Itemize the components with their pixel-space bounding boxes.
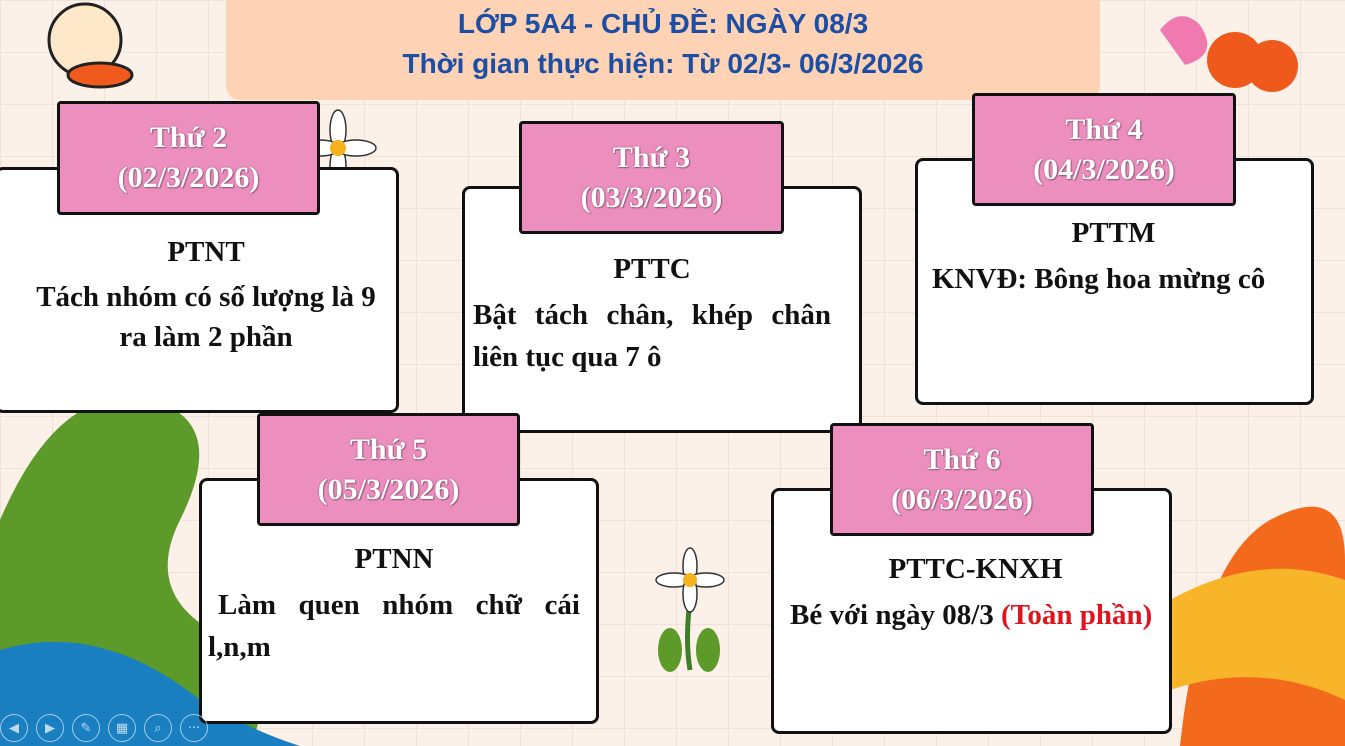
subject: PTNN bbox=[354, 543, 434, 575]
subject: PTTM bbox=[1071, 217, 1156, 249]
day-name: Thứ 3 bbox=[612, 141, 691, 174]
more-icon[interactable]: ··· bbox=[180, 714, 208, 742]
day-name: Thứ 6 bbox=[923, 443, 1001, 476]
day-date: (03/3/2026) bbox=[580, 181, 723, 214]
day-date: (04/3/2026) bbox=[1033, 153, 1175, 186]
slideshow-toolbar: ◀ ▶ ✎ ▦ ⌕ ··· bbox=[0, 714, 208, 742]
play-icon[interactable]: ▶ bbox=[36, 714, 64, 742]
zoom-icon[interactable]: ⌕ bbox=[144, 714, 172, 742]
day-date: (06/3/2026) bbox=[891, 483, 1033, 516]
day-name: Thứ 4 bbox=[1065, 113, 1143, 146]
previous-icon[interactable]: ◀ bbox=[0, 714, 28, 742]
subject: PTTC-KNXH bbox=[888, 553, 1063, 585]
activity: Tách nhóm có số lượng là 9 ra làm 2 phần bbox=[36, 281, 376, 353]
activity: Làm quen nhóm chữ cái l,n,m bbox=[208, 589, 580, 663]
day-date: (05/3/2026) bbox=[317, 473, 460, 506]
subject: PTNT bbox=[167, 236, 245, 268]
activity-note: (Toàn phần) bbox=[1001, 599, 1153, 631]
pen-icon[interactable]: ✎ bbox=[72, 714, 100, 742]
activity: Bé với ngày 08/3 bbox=[790, 599, 994, 631]
day-label-monday: Thứ 2 (02/3/2026) bbox=[57, 101, 320, 215]
class-topic-title: LỚP 5A4 - CHỦ ĐỀ: NGÀY 08/3 bbox=[457, 8, 869, 39]
activity: KNVĐ: Bông hoa mừng cô bbox=[932, 263, 1266, 295]
day-label-tuesday: Thứ 3 (03/3/2026) bbox=[519, 121, 784, 234]
day-name: Thứ 5 bbox=[349, 433, 428, 466]
title-banner: LỚP 5A4 - CHỦ ĐỀ: NGÀY 08/3 Thời gian th… bbox=[226, 0, 1100, 100]
day-name: Thứ 2 bbox=[149, 121, 228, 154]
activity: Bật tách chân, khép chân liên tục qua 7 … bbox=[473, 299, 831, 373]
day-label-thursday: Thứ 5 (05/3/2026) bbox=[257, 413, 520, 526]
day-date: (02/3/2026) bbox=[117, 161, 260, 194]
schedule-period: Thời gian thực hiện: Từ 02/3- 06/3/2026 bbox=[402, 48, 924, 79]
day-label-wednesday: Thứ 4 (04/3/2026) bbox=[972, 93, 1236, 206]
slides-grid-icon[interactable]: ▦ bbox=[108, 714, 136, 742]
day-label-friday: Thứ 6 (06/3/2026) bbox=[830, 423, 1094, 536]
subject: PTTC bbox=[613, 253, 691, 285]
